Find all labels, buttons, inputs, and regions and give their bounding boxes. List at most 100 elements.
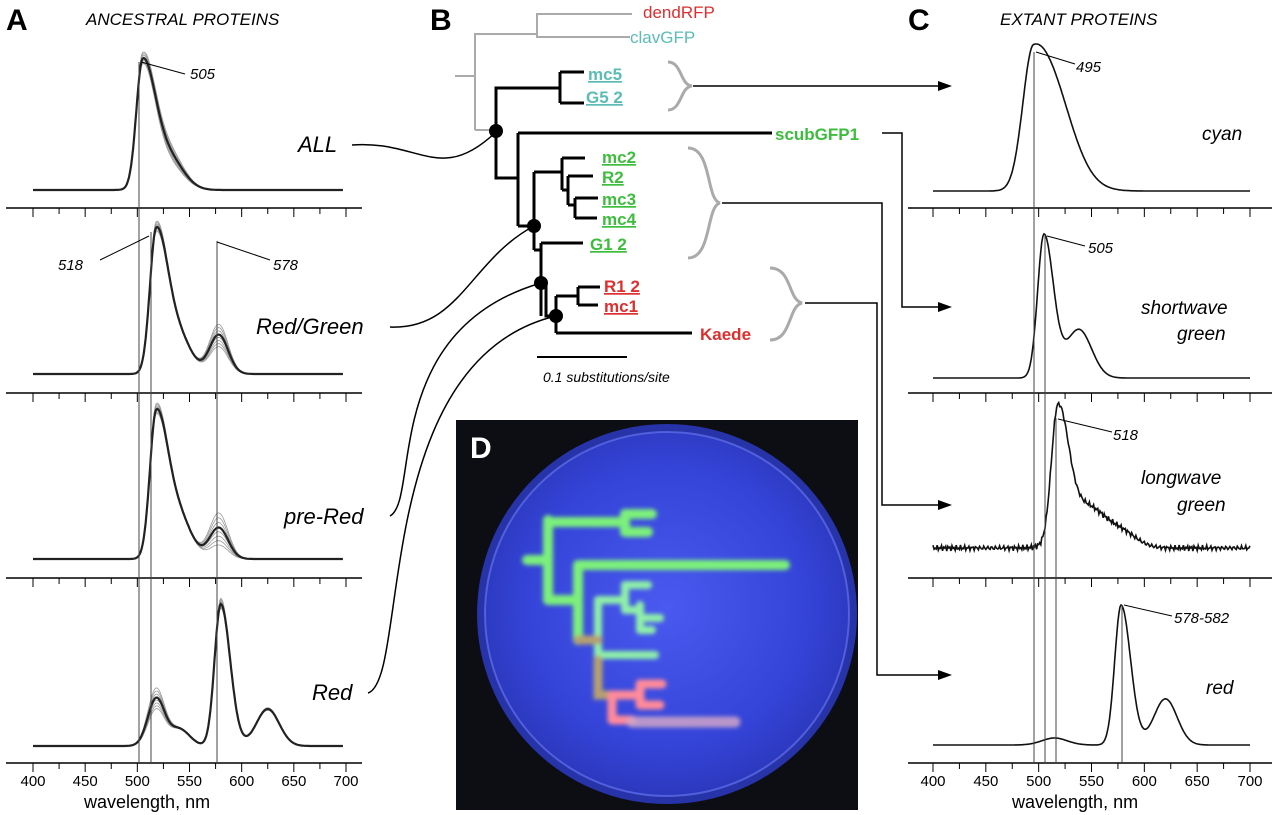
panel-b-letter: B <box>430 4 452 37</box>
arrowhead-longwave <box>938 500 952 510</box>
taxon-mc2: mc2 <box>602 148 636 167</box>
panel-a-axes <box>6 207 362 764</box>
spectrum-pre-red-replicate <box>33 405 343 560</box>
spectrum-pre-red <box>33 407 343 561</box>
node-red <box>549 309 563 323</box>
branch-clavgfp <box>536 34 630 38</box>
brace-red <box>769 266 803 342</box>
panel-c-heading: EXTANT PROTEINS <box>1000 10 1158 29</box>
node-label-red: Red <box>312 680 353 705</box>
node-label-red-green: Red/Green <box>256 314 364 339</box>
tick-label-400: 400 <box>20 773 45 790</box>
spectrum-pre-red-replicate <box>33 411 343 560</box>
arrow-heads <box>938 81 952 680</box>
tree-outgroup-branches <box>455 13 632 131</box>
spectrum-pre-red-replicate <box>33 407 343 560</box>
panel-d: D <box>456 420 858 810</box>
spectrum-all-replicate <box>33 58 343 191</box>
node-red-green <box>527 219 541 233</box>
panel-c-letter: C <box>908 4 930 37</box>
tick-label-450: 450 <box>973 773 998 790</box>
spectrum-all-replicate <box>33 54 343 191</box>
tick-label-400: 400 <box>920 773 945 790</box>
tree-nodes <box>489 124 563 323</box>
peak-518c-label: 518 <box>1113 427 1139 444</box>
panel-c-axis-title: wavelength, nm <box>1011 792 1138 812</box>
spectrum-red-replicate <box>33 597 343 747</box>
spectrum-red-replicate <box>33 606 343 747</box>
clade-arrows <box>693 85 940 676</box>
extant-label-shortwave-1: shortwave <box>1141 298 1228 319</box>
spectrum-red-green-replicate <box>33 228 343 375</box>
spectrum-red-green-replicate <box>33 230 343 375</box>
panel-a-spectra <box>33 51 343 748</box>
tick-label-650: 650 <box>1185 773 1210 790</box>
peak-578c-leader <box>1123 604 1173 617</box>
tick-label-700: 700 <box>1237 773 1262 790</box>
tick-label-550: 550 <box>1079 773 1104 790</box>
spectrum-red-replicate <box>33 601 343 747</box>
streak-red <box>607 679 667 725</box>
spectrum-pre-red-replicate <box>33 408 343 560</box>
node-connectors <box>351 131 557 694</box>
peak-518-label: 518 <box>58 257 84 274</box>
panel-c: C EXTANT PROTEINS 495 505 518 578-582 cy… <box>908 4 1272 812</box>
peak-505c-leader <box>1046 235 1086 247</box>
brace-cyan <box>667 60 693 112</box>
peak-505c-label: 505 <box>1088 240 1114 257</box>
tick-label-450: 450 <box>73 773 98 790</box>
spectrum-pre-red-replicate <box>33 410 343 560</box>
panel-b: B dendRFP clavGFP <box>430 3 859 385</box>
plate-edge-highlight <box>484 431 850 797</box>
node-label-all: ALL <box>296 132 337 157</box>
tree-taxa: mc5 G5 2 scubGFP1 mc2 R2 mc3 mc4 G1 2 R1… <box>586 65 859 344</box>
spectrum-red-replicate <box>33 604 343 747</box>
panel-d-letter: D <box>470 432 492 465</box>
peak-578-leader <box>216 241 271 261</box>
peak-505-label: 505 <box>190 66 216 83</box>
connector-pre-red <box>389 282 542 517</box>
taxon-mc1: mc1 <box>604 297 638 316</box>
spectrum-red-green-replicate <box>33 220 343 375</box>
spectrum-cyan <box>933 43 1250 192</box>
arrow-red <box>805 302 940 676</box>
peak-495-leader <box>1035 51 1076 65</box>
connector-red-green <box>389 225 535 328</box>
peak-495-label: 495 <box>1076 59 1102 76</box>
brace-green <box>687 146 721 260</box>
taxon-clavgfp: clavGFP <box>630 28 695 47</box>
panel-c-axes <box>908 207 1272 764</box>
panel-a-reference-lines <box>138 62 218 763</box>
tick-label-500: 500 <box>1026 773 1051 790</box>
spectrum-red-green-replicate <box>33 225 343 375</box>
panel-a-letter: A <box>6 4 28 37</box>
node-all <box>489 124 503 138</box>
branch-cyan-clade <box>494 86 560 130</box>
connector-all <box>351 131 497 159</box>
spectrum-red-replicate <box>33 603 343 747</box>
extant-label-longwave-2: green <box>1177 495 1226 516</box>
taxon-r2: R2 <box>602 168 624 187</box>
spectrum-pre-red-replicate <box>33 402 343 560</box>
plate-agar <box>485 432 849 796</box>
node-label-pre-red: pre-Red <box>283 504 364 529</box>
spectrum-all-replicate <box>33 51 343 191</box>
spectrum-red-replicate <box>33 600 343 747</box>
taxon-r12: R1 2 <box>604 277 640 296</box>
taxon-kaede: Kaede <box>700 325 751 344</box>
spectrum-shortwave-green <box>933 232 1250 379</box>
spectrum-longwave-green <box>932 400 1251 554</box>
spectrum-all-replicate <box>33 56 343 191</box>
streak-green-main <box>522 509 790 645</box>
extant-label-shortwave-2: green <box>1177 324 1226 345</box>
taxon-mc4: mc4 <box>602 210 637 229</box>
tree-branches <box>494 70 772 335</box>
spectrum-all-replicate <box>33 59 343 191</box>
spectrum-red-green <box>33 225 343 376</box>
tick-label-700: 700 <box>333 773 358 790</box>
spectrum-red-green-replicate <box>33 229 343 375</box>
taxon-mc5: mc5 <box>588 65 622 84</box>
spectrum-red <box>33 602 343 748</box>
